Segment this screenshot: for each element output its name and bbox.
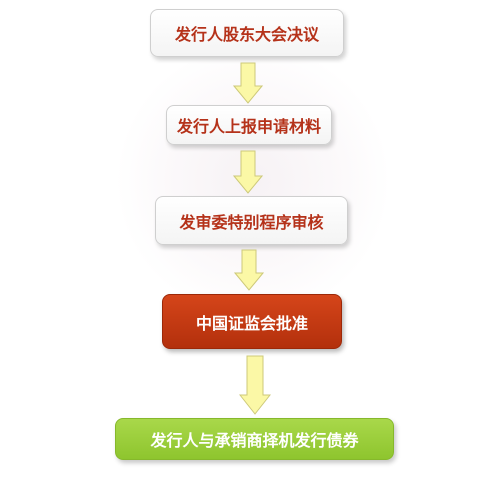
step-label: 发行人股东大会决议 — [174, 25, 319, 44]
arrow-down-icon — [234, 249, 264, 291]
step-issue-bonds: 发行人与承销商择机发行债券 — [115, 418, 394, 460]
step-label: 发行人与承销商择机发行债券 — [150, 431, 359, 450]
step-special-review: 发审委特别程序审核 — [155, 196, 348, 245]
arrow-down-icon — [239, 355, 271, 415]
step-csrc-approval: 中国证监会批准 — [162, 294, 342, 349]
step-submit-application: 发行人上报申请材料 — [166, 105, 332, 145]
step-shareholder-resolution: 发行人股东大会决议 — [150, 9, 344, 57]
step-label: 发行人上报申请材料 — [176, 117, 321, 136]
step-label: 发审委特别程序审核 — [179, 212, 324, 232]
step-label: 中国证监会批准 — [195, 313, 308, 333]
arrow-down-icon — [233, 150, 263, 194]
arrow-down-icon — [233, 62, 263, 104]
